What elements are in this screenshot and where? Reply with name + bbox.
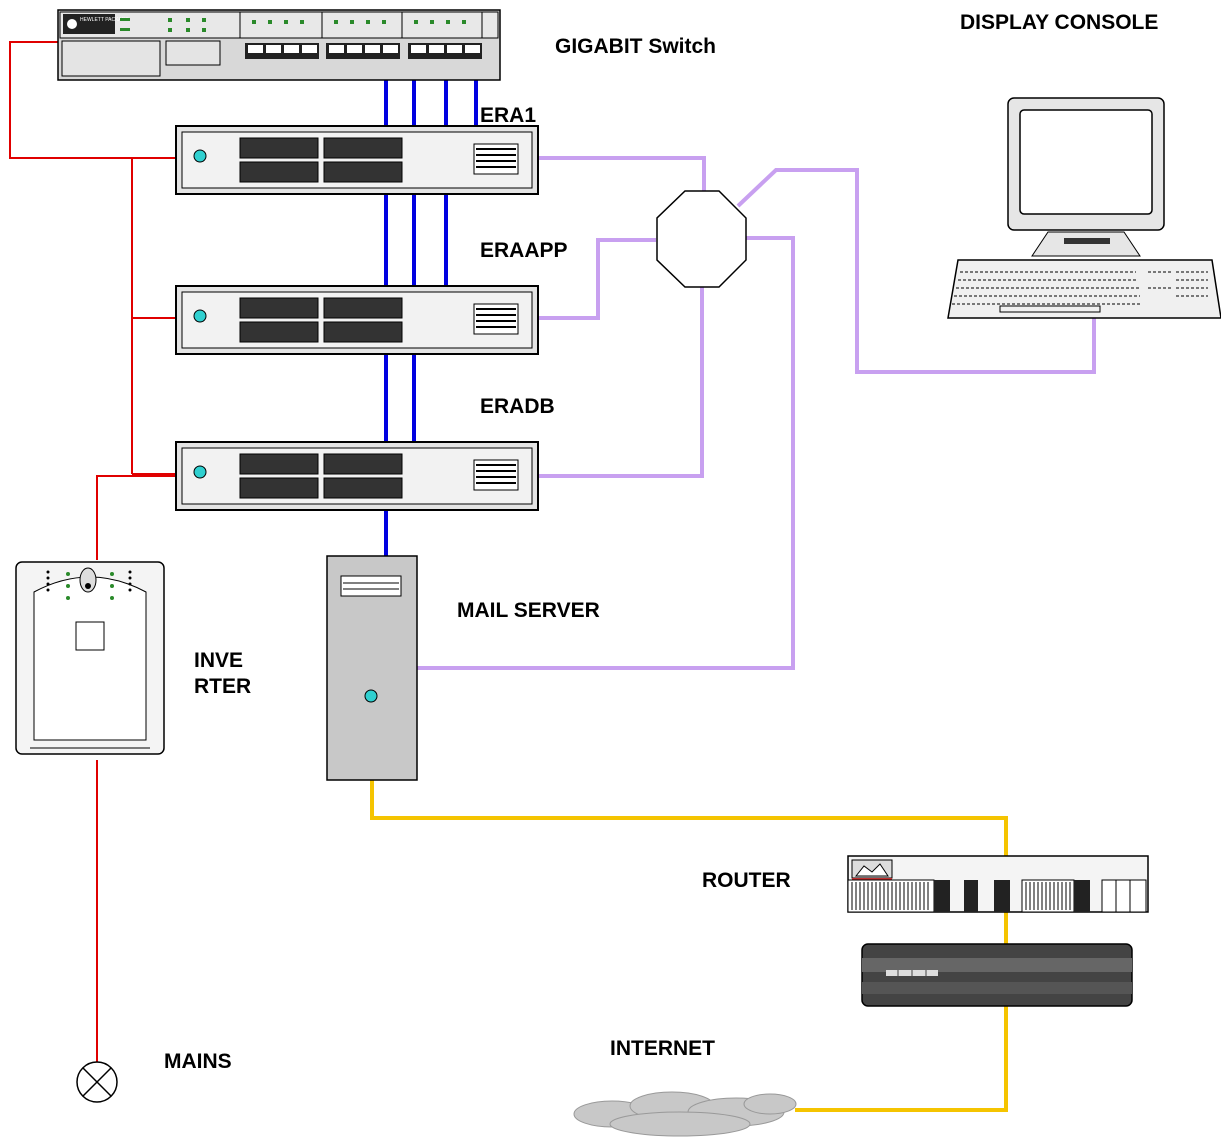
mail-server-tower xyxy=(327,556,417,780)
hp-logo-icon xyxy=(67,19,77,29)
router-device xyxy=(848,856,1148,1006)
server-eradb xyxy=(176,442,538,510)
internet-cloud xyxy=(574,1092,796,1136)
mains-symbol xyxy=(77,1062,117,1102)
power-wiring xyxy=(10,42,178,1065)
inverter-label: INVE RTER xyxy=(194,648,251,700)
internet-label: INTERNET xyxy=(610,1036,715,1062)
network-hub xyxy=(657,191,746,287)
era1-label: ERA1 xyxy=(480,103,536,129)
mains-label: MAINS xyxy=(164,1049,232,1075)
server-eraapp xyxy=(176,286,538,354)
console-label: DISPLAY CONSOLE xyxy=(960,10,1158,36)
power-indicator xyxy=(194,466,206,478)
mail-server-label: MAIL SERVER xyxy=(457,598,600,624)
eraapp-label: ERAAPP xyxy=(480,238,568,264)
eradb-label: ERADB xyxy=(480,394,555,420)
switch-label: GIGABIT Switch xyxy=(555,34,716,60)
power-indicator xyxy=(194,310,206,322)
gigabit-switch: HEWLETT PACKARD xyxy=(58,10,500,80)
router-label: ROUTER xyxy=(702,868,791,894)
power-indicator xyxy=(194,150,206,162)
display-console xyxy=(948,98,1221,318)
inverter-unit xyxy=(16,562,164,754)
power-indicator xyxy=(365,690,377,702)
server-era1 xyxy=(176,126,538,194)
